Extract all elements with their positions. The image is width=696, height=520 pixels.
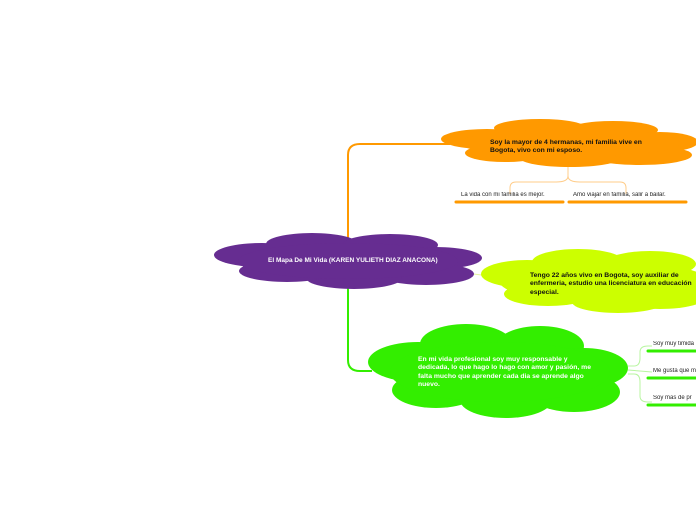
connector-family-leaf-1 xyxy=(509,163,569,194)
age-node-cloud[interactable] xyxy=(481,249,696,313)
professional-leaf-3-text[interactable]: Soy mas de pr xyxy=(653,395,692,401)
professional-leaf-2-text[interactable]: Me gusta que me xyxy=(653,368,696,374)
connector-professional-leaf-1 xyxy=(628,345,652,367)
professional-leaf-1-text[interactable]: Soy muy timida xyxy=(653,341,695,347)
family-node-cloud[interactable] xyxy=(441,119,696,167)
connector-professional-leaf-3 xyxy=(628,373,652,403)
connector-professional-leaf-2 xyxy=(627,369,653,373)
connector-family-leaf-2 xyxy=(567,175,627,194)
central-node-text: El Mapa De Mi Vida (KAREN YULIETH DIAZ A… xyxy=(268,257,438,264)
age-node-text: Tengo 22 años vivo en Bogota, soy auxili… xyxy=(530,272,692,296)
connector-family xyxy=(347,143,450,240)
family-leaf-2-text[interactable]: Amo viajar en familia, salir a bailar. xyxy=(573,192,666,198)
family-leaf-1-text[interactable]: La vida con mi familia es mejor. xyxy=(461,192,545,198)
family-node-text: Soy la mayor de 4 hermanas, mi familia v… xyxy=(490,139,642,155)
professional-node-cloud[interactable] xyxy=(368,324,628,418)
central-node-cloud[interactable] xyxy=(214,233,482,289)
professional-node-text: En mi vida profesional soy muy responsab… xyxy=(418,356,591,389)
connector-professional xyxy=(347,280,372,372)
